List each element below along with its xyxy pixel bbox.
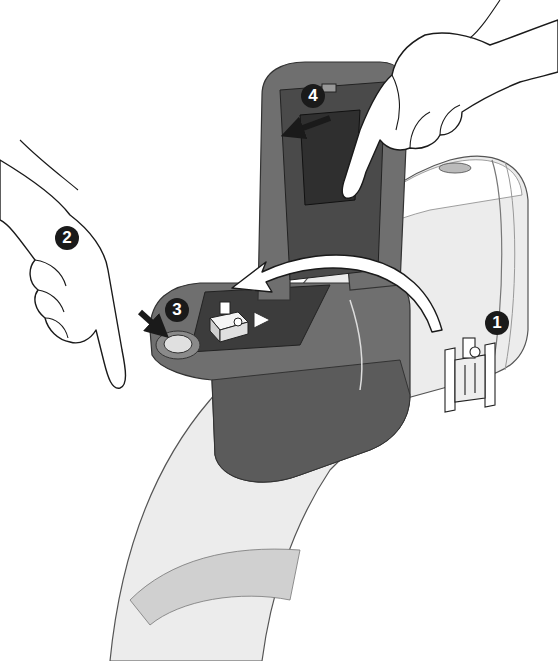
cable-line [350, 300, 362, 390]
hand [342, 20, 558, 198]
base-foot [130, 549, 300, 625]
button-ring [156, 331, 200, 359]
hand-detail [20, 140, 78, 338]
indicator [439, 163, 471, 173]
callout-number: 4 [301, 84, 325, 108]
callout-number: 2 [55, 226, 79, 250]
button [164, 335, 192, 353]
cell-screw [234, 318, 242, 326]
hand [0, 160, 126, 388]
hand-detail [392, 0, 500, 148]
close-arrow [292, 118, 330, 132]
callout-number: 1 [485, 311, 509, 335]
cell-knob [220, 302, 230, 314]
compartment [150, 283, 410, 482]
cell-holder [210, 318, 220, 342]
body-seam [505, 162, 515, 370]
body-seam [492, 160, 502, 372]
orientation-triangle [254, 312, 270, 328]
press-arrow [140, 312, 160, 330]
cell-holder [220, 322, 248, 342]
callout-number: 3 [165, 298, 189, 322]
cell-holder-clip [445, 338, 495, 412]
compartment-front [212, 360, 410, 482]
insert-arrow [232, 255, 442, 332]
